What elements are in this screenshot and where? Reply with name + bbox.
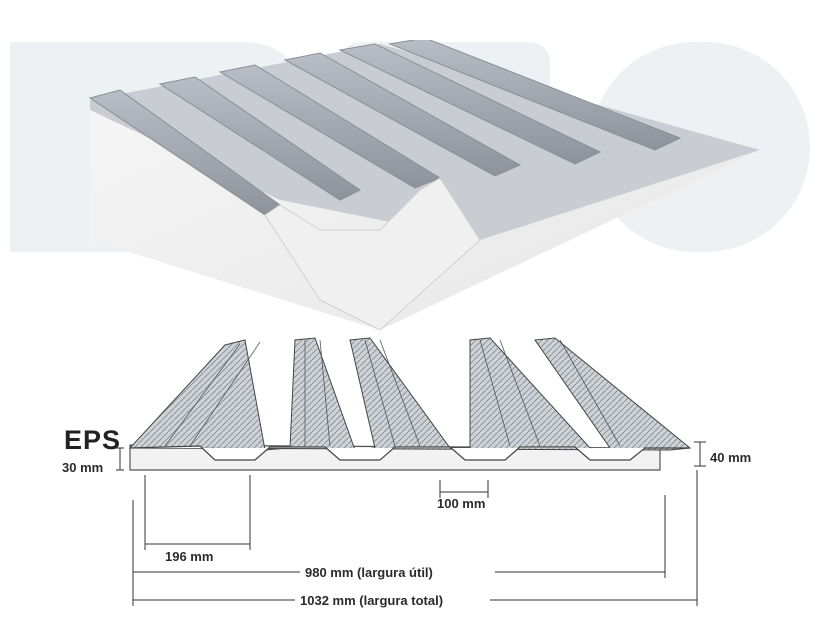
- panel-cross-section: 30 mm 40 mm 100 mm 196 mm 980 mm (largur…: [62, 337, 751, 608]
- rib-top-label: 100 mm: [437, 496, 485, 511]
- total-width-label: 1032 mm (largura total): [300, 593, 443, 608]
- eps-thickness-label: 30 mm: [62, 460, 103, 475]
- rib-height-label: 40 mm: [710, 450, 751, 465]
- dimension-lines: [116, 441, 706, 606]
- sandwich-panel-3d: [88, 40, 760, 330]
- rib-pitch-label: 196 mm: [165, 549, 213, 564]
- ribbed-metal-sheet: [128, 337, 692, 461]
- useful-width-label: 980 mm (largura útil): [305, 565, 433, 580]
- eps-label: EPS: [64, 425, 122, 455]
